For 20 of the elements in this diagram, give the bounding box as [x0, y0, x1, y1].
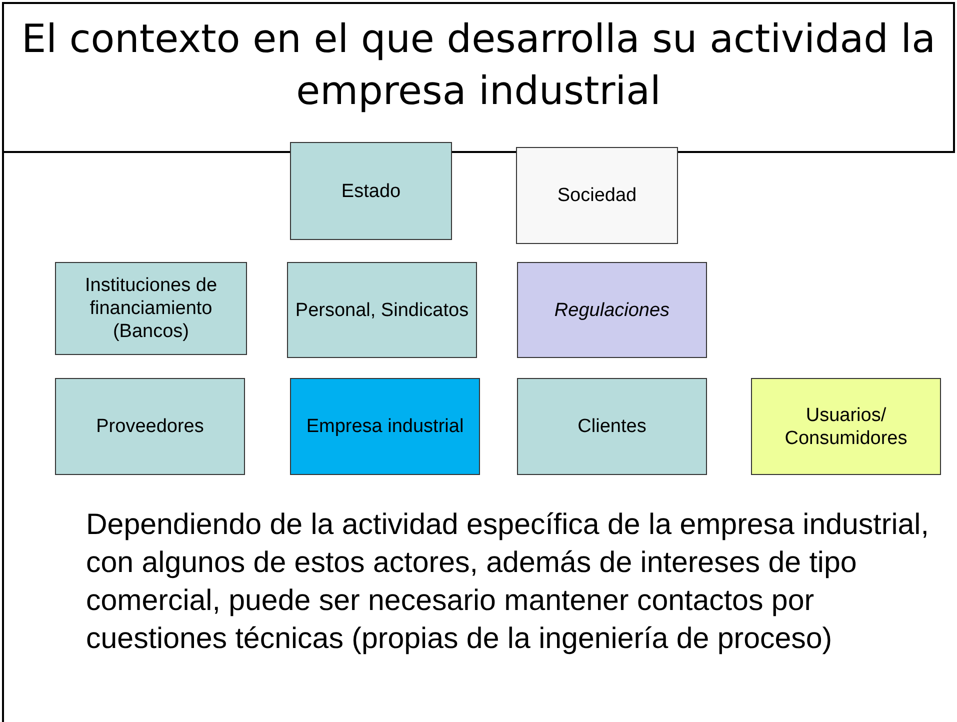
- actor-box: [55, 378, 245, 475]
- actor-box: [517, 262, 707, 358]
- actor-label: Personal, Sindicatos: [294, 298, 470, 322]
- actor-box: [751, 378, 941, 475]
- actor-label: Clientes: [576, 415, 648, 438]
- actor-box: [517, 378, 707, 475]
- actor-box: [55, 262, 247, 355]
- slide-title: El contexto en el que desarrolla su actividad la empresa industrial: [20, 16, 936, 116]
- actor-label: Sociedad: [556, 184, 638, 207]
- caption-paragraph: Dependiendo de la actividad específica de la empresa industrial, con algunos de estos actores, además de intereses de tipo comercial, puede ser necesario mantener contactos por cuestiones técnicas (propias de la ingeniería de proceso): [86, 507, 930, 657]
- actor-label: Estado: [340, 180, 402, 202]
- actor-label: Instituciones de financiamiento (Bancos): [84, 274, 218, 343]
- actor-box: [516, 147, 678, 244]
- actor-label: Regulaciones: [553, 298, 671, 322]
- actor-box: [290, 378, 480, 475]
- actor-label: Empresa industrial: [305, 415, 465, 438]
- actor-box: [290, 142, 452, 240]
- actor-box: [287, 262, 477, 358]
- actor-label: Usuarios/ Consumidores: [784, 404, 908, 450]
- actor-label: Proveedores: [95, 415, 205, 438]
